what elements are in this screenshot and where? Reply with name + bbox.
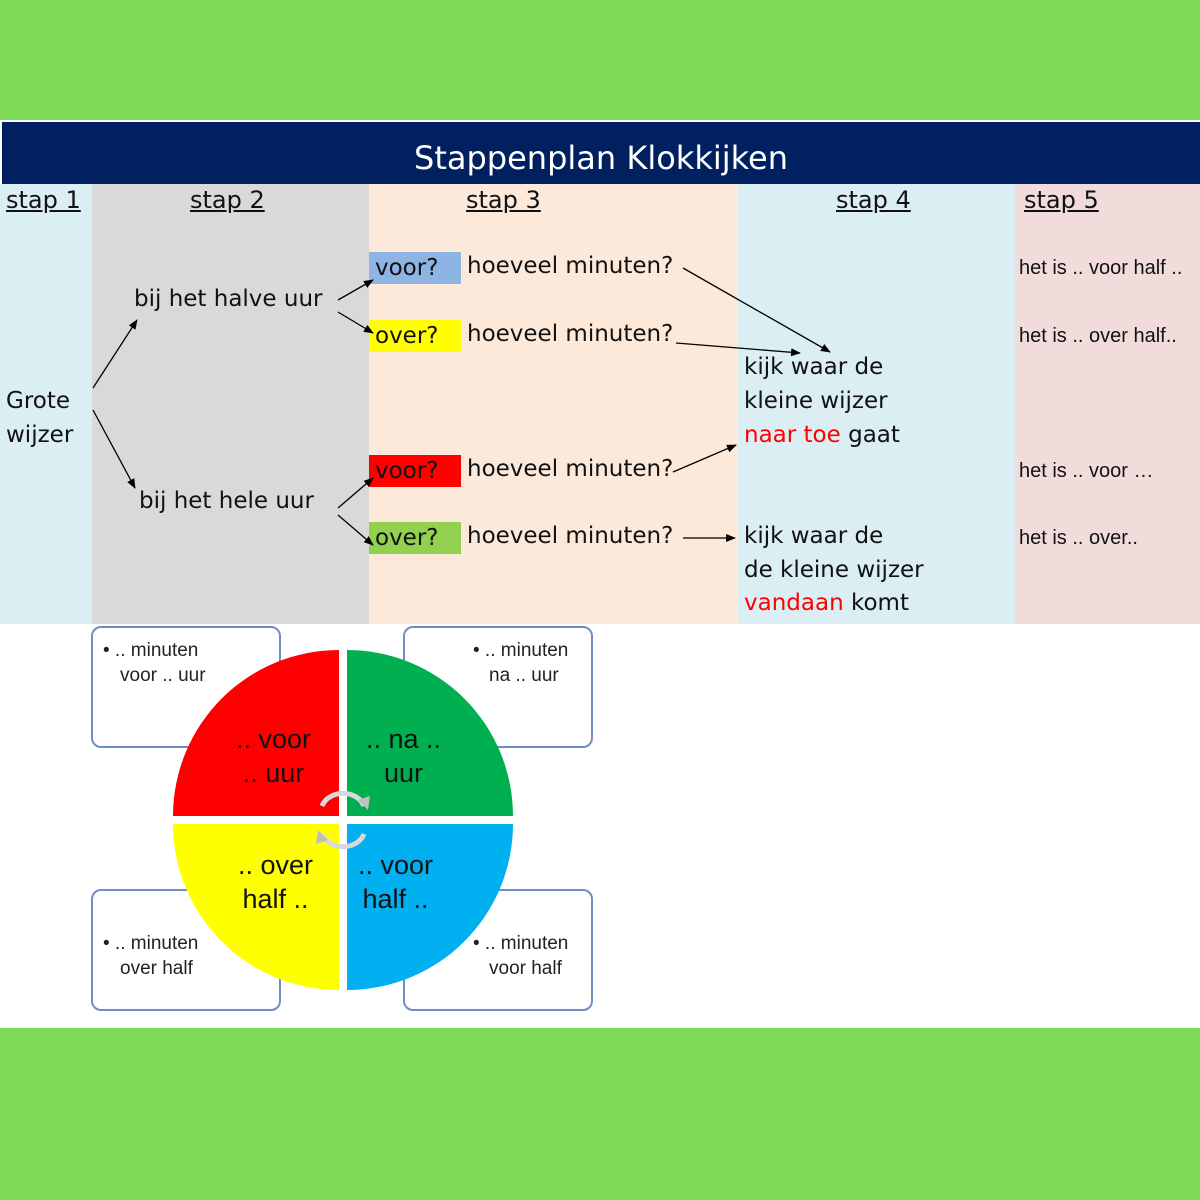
arrow-halve-to-over [337, 311, 374, 334]
question-4: hoeveel minuten? [467, 523, 674, 549]
arrow-q2-to-naar [675, 342, 801, 357]
arrow-hele-to-voor [337, 477, 374, 509]
box-bl-line2: over half [120, 958, 193, 979]
step4-b-rest: komt [843, 590, 909, 616]
column-stap-4 [738, 184, 1015, 624]
box-tr-line2: na .. uur [489, 665, 559, 686]
step5-line-3: het is .. voor … [1019, 460, 1154, 482]
step2-halve-uur: bij het halve uur [134, 286, 323, 312]
quadrant-yellow [173, 824, 339, 990]
step4-b-line2: de kleine wijzer [744, 557, 924, 583]
step4-a-rest: gaat [840, 422, 900, 448]
q-red-line2: .. uur [242, 758, 305, 788]
tag-voor-hele: voor? [369, 455, 461, 487]
header-stap-5: stap 5 [1024, 186, 1099, 214]
arrow-hele-to-over [337, 514, 374, 546]
quadrant-red [173, 650, 339, 816]
arrow-grote-to-halve [92, 319, 138, 389]
step4-b-line3: vandaan komt [744, 590, 909, 616]
step1-text-line2: wijzer [6, 422, 74, 448]
step4-a-line3: naar toe gaat [744, 422, 900, 448]
quadrant-red-label: .. voor .. uur [236, 722, 311, 790]
quadrant-blue-label: .. voor half .. [358, 848, 433, 916]
step4-b-highlight: vandaan [744, 590, 844, 616]
q-green-line1: .. na .. [366, 724, 442, 754]
page-title: Stappenplan Klokkijken [2, 122, 1200, 184]
question-2: hoeveel minuten? [467, 321, 674, 347]
quadrant-green-label: .. na .. uur [366, 722, 441, 790]
box-br-line1: • .. minuten [473, 933, 569, 954]
header-stap-1: stap 1 [6, 186, 81, 214]
box-tl-line2: voor .. uur [120, 665, 206, 686]
step4-b-line1: kijk waar de [744, 523, 884, 549]
arrow-q1-to-naar [682, 267, 831, 353]
tag-over-hele: over? [369, 522, 461, 554]
arrow-q3-to-naar [672, 444, 737, 473]
step1-text-line1: Grote [6, 388, 71, 414]
step2-hele-uur: bij het hele uur [139, 488, 314, 514]
header-stap-2: stap 2 [190, 186, 265, 214]
box-bl-line1: • .. minuten [103, 933, 199, 954]
step4-a-line2: kleine wijzer [744, 388, 888, 414]
column-stap-5 [1015, 184, 1200, 624]
box-tl-line1: • .. minuten [103, 640, 199, 661]
tag-voor-halve: voor? [369, 252, 461, 284]
box-br-line2: voor half [489, 958, 562, 979]
box-tr-line1: • .. minuten [473, 640, 569, 661]
question-3: hoeveel minuten? [467, 456, 674, 482]
q-red-line1: .. voor [236, 724, 312, 754]
arrow-halve-to-voor [337, 279, 374, 301]
cycle-arrows-icon [316, 790, 370, 850]
column-stap-1 [0, 184, 92, 624]
q-blue-line1: .. voor [358, 850, 434, 880]
step5-line-1: het is .. voor half .. [1019, 257, 1183, 279]
quadrant-yellow-label: .. over half .. [238, 848, 313, 916]
q-yellow-line1: .. over [238, 850, 314, 880]
column-stap-2 [92, 184, 369, 624]
q-green-line2: uur [384, 758, 424, 788]
arrow-grote-to-hele [92, 409, 136, 489]
question-1: hoeveel minuten? [467, 253, 674, 279]
step4-a-highlight: naar toe [744, 422, 841, 448]
step5-line-4: het is .. over.. [1019, 527, 1138, 549]
tag-over-halve: over? [369, 320, 461, 352]
bottom-green-band [0, 1028, 1200, 1200]
q-blue-line2: half .. [362, 884, 429, 914]
q-yellow-line2: half .. [242, 884, 309, 914]
header-stap-3: stap 3 [466, 186, 541, 214]
step4-a-line1: kijk waar de [744, 354, 884, 380]
step5-line-2: het is .. over half.. [1019, 325, 1177, 347]
top-green-band [0, 0, 1200, 120]
quadrant-blue [347, 824, 513, 990]
header-stap-4: stap 4 [836, 186, 911, 214]
quadrant-green [347, 650, 513, 816]
